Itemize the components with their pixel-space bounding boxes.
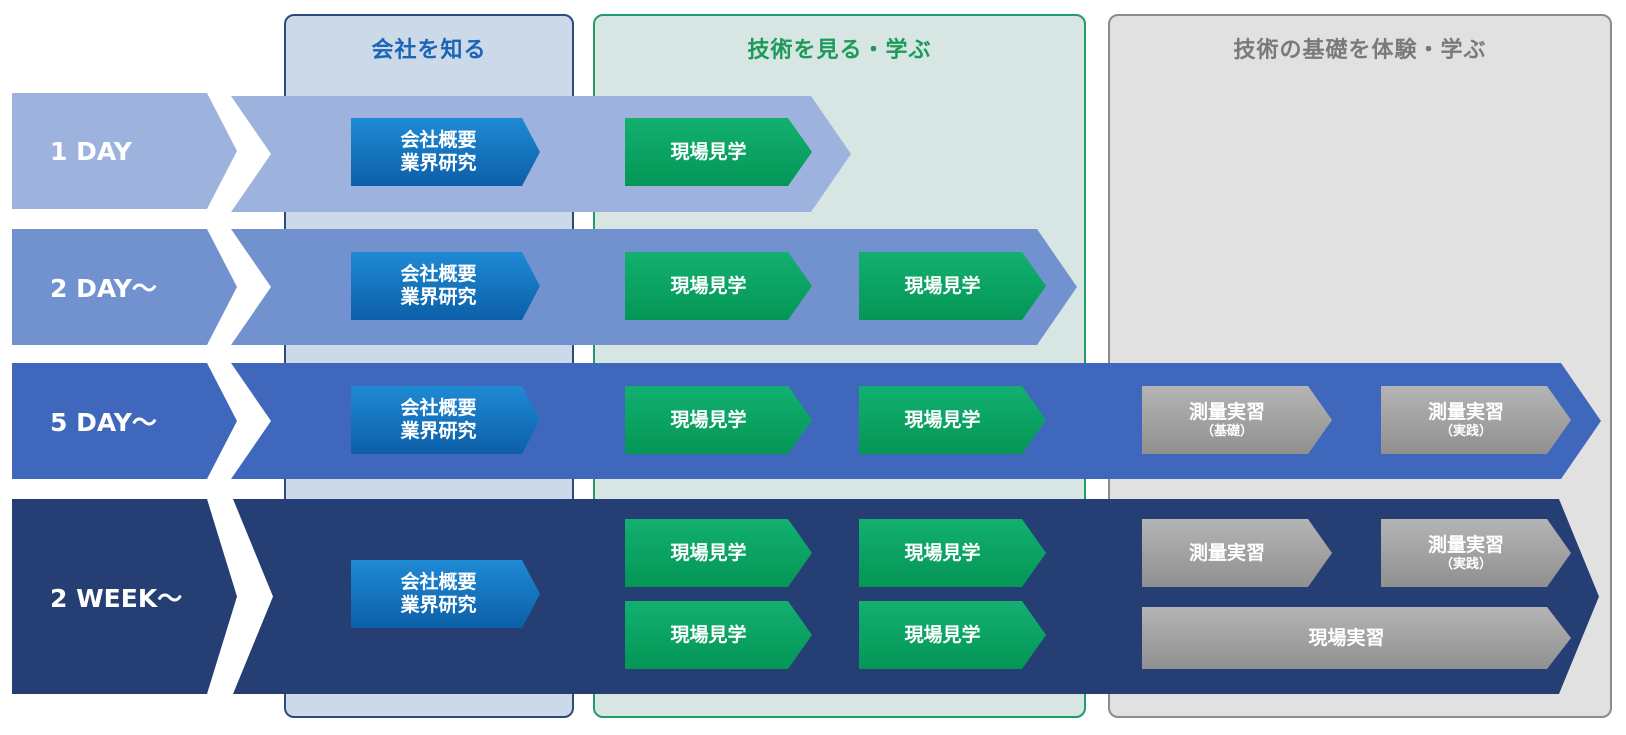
survey-label: 測量実習 xyxy=(1188,541,1265,564)
row-2day-company-chip: 会社概要 業界研究 xyxy=(351,252,540,320)
row-2week-company-chip: 会社概要 業界研究 xyxy=(351,560,540,628)
survey-label: 測量実習 xyxy=(1188,400,1265,423)
row-2day-site-visit-1: 現場見学 xyxy=(625,252,812,320)
survey-sublabel: （実践） xyxy=(1439,423,1492,439)
company-chip-line2: 業界研究 xyxy=(400,152,477,174)
row-2week-site-visit-2: 現場見学 xyxy=(859,519,1046,587)
row-2week-label-arrow xyxy=(12,499,237,694)
row-5day-label-arrow xyxy=(12,363,237,479)
row-1day-site-visit-1: 現場見学 xyxy=(625,118,812,186)
column-basics-title: 技術の基礎を体験・学ぶ xyxy=(1233,38,1487,63)
company-chip-line1: 会社概要 xyxy=(400,571,477,594)
survey-sublabel: （実践） xyxy=(1439,556,1492,572)
survey-sublabel: （基礎） xyxy=(1200,423,1253,439)
site-visit-label: 現場見学 xyxy=(904,623,981,646)
row-2week-site-visit-1: 現場見学 xyxy=(625,519,812,587)
row-2week-survey-practice: 測量実習 （実践） xyxy=(1381,519,1571,587)
row-2day-label-arrow xyxy=(12,229,237,345)
row-1day-label: 1 DAY xyxy=(50,136,132,166)
site-visit-label: 現場見学 xyxy=(670,623,747,646)
column-tech-title: 技術を見る・学ぶ xyxy=(747,38,932,63)
row-5day-company-chip: 会社概要 業界研究 xyxy=(351,386,540,454)
row-5day-survey-practice: 測量実習 （実践） xyxy=(1381,386,1571,454)
company-chip-line2: 業界研究 xyxy=(400,594,477,616)
company-chip-line1: 会社概要 xyxy=(400,397,477,420)
row-5day-label: 5 DAY～ xyxy=(50,408,157,437)
survey-label: 測量実習 xyxy=(1427,400,1504,423)
site-visit-label: 現場見学 xyxy=(904,408,981,431)
site-visit-label: 現場見学 xyxy=(670,274,747,297)
site-visit-label: 現場見学 xyxy=(904,541,981,564)
site-visit-label: 現場見学 xyxy=(670,140,747,163)
column-company-title: 会社を知る xyxy=(371,38,487,63)
site-visit-label: 現場見学 xyxy=(670,408,747,431)
company-chip-line2: 業界研究 xyxy=(400,286,477,308)
row-2day-label: 2 DAY～ xyxy=(50,274,157,303)
row-2week-field-practice: 現場実習 xyxy=(1142,607,1571,669)
row-2day-site-visit-2: 現場見学 xyxy=(859,252,1046,320)
company-chip-line2: 業界研究 xyxy=(400,420,477,442)
row-5day-survey-basic: 測量実習 （基礎） xyxy=(1142,386,1332,454)
row-1day-label-arrow xyxy=(12,93,237,209)
row-2week-site-visit-4: 現場見学 xyxy=(859,601,1046,669)
row-5day-site-visit-1: 現場見学 xyxy=(625,386,812,454)
row-2week-label: 2 WEEK～ xyxy=(50,583,183,613)
site-visit-label: 現場見学 xyxy=(670,541,747,564)
row-1day-company-chip: 会社概要 業界研究 xyxy=(351,118,540,186)
field-practice-label: 現場実習 xyxy=(1308,626,1385,649)
row-2week-site-visit-3: 現場見学 xyxy=(625,601,812,669)
company-chip-line1: 会社概要 xyxy=(400,129,477,152)
row-2week-survey: 測量実習 xyxy=(1142,519,1332,587)
company-chip-line1: 会社概要 xyxy=(400,263,477,286)
site-visit-label: 現場見学 xyxy=(904,274,981,297)
survey-label: 測量実習 xyxy=(1427,533,1504,556)
row-5day-site-visit-2: 現場見学 xyxy=(859,386,1046,454)
